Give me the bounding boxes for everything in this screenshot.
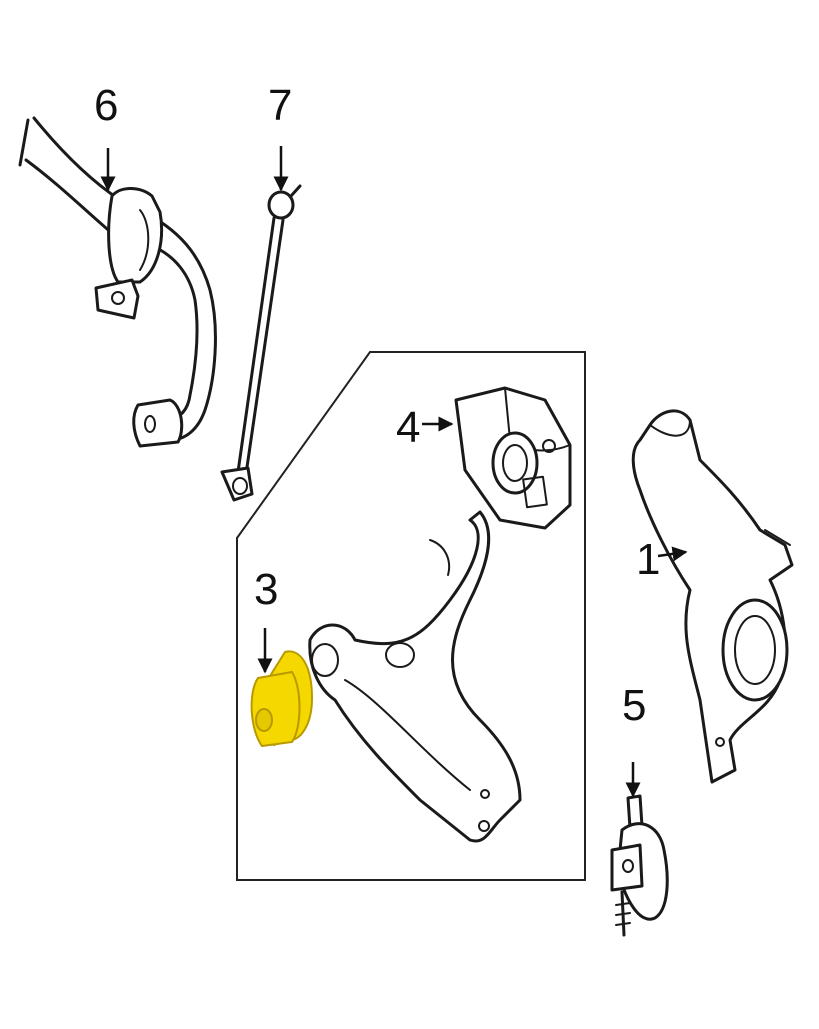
control-arm-bushing-highlighted[interactable] [250,650,314,748]
steering-knuckle[interactable] [631,409,794,784]
inset-frame [236,351,586,881]
bushing-body [250,670,301,748]
callout-5: 5 [622,681,646,730]
bushing-bore [255,708,273,732]
stabilizer-bushing[interactable] [94,187,164,320]
leader-1 [657,546,688,562]
stabilizer-link[interactable] [220,184,302,502]
stabilizer-bar[interactable] [18,116,217,448]
callout-7: 7 [268,81,292,130]
ball-joint[interactable] [610,794,669,937]
callout-4: 4 [396,403,420,452]
callout-1: 1 [636,535,660,584]
lower-control-arm[interactable] [308,510,522,843]
callout-6: 6 [94,81,118,130]
control-arm-bushing-bracket[interactable] [454,386,572,530]
callout-3: 3 [254,565,278,614]
